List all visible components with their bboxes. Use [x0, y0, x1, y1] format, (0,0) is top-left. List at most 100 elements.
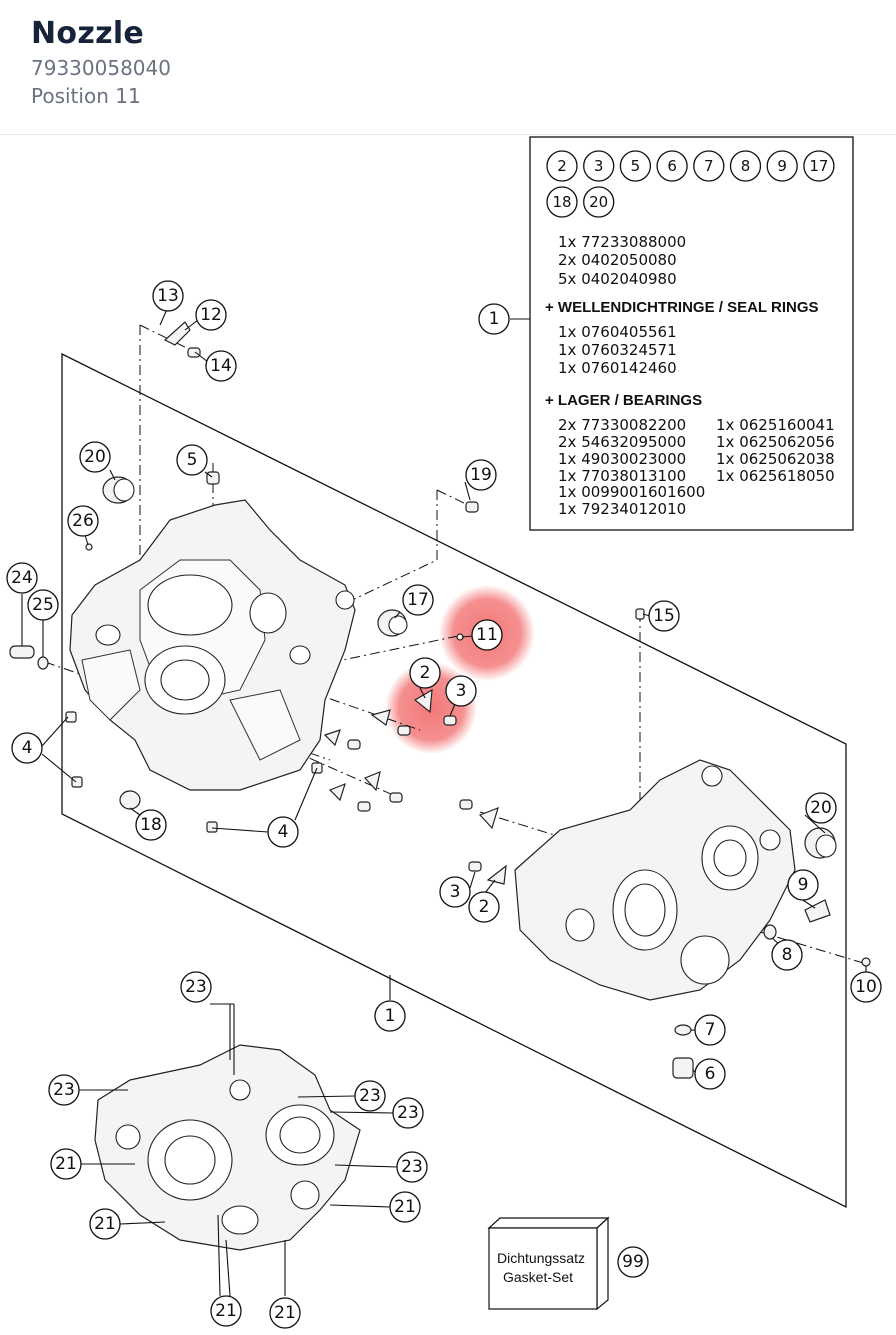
callout-23-left[interactable]: 23: [48, 1074, 80, 1106]
svg-text:24: 24: [11, 568, 33, 588]
kit-circle-7[interactable]: 7: [693, 150, 725, 182]
svg-text:7: 7: [705, 1020, 716, 1040]
svg-text:4: 4: [22, 738, 33, 758]
callout-23-right-2[interactable]: 23: [392, 1097, 424, 1129]
callout-21-bottom-1[interactable]: 21: [210, 1295, 242, 1327]
kit-line: 1x 0760142460: [558, 359, 677, 377]
callout-8[interactable]: 8: [771, 939, 803, 971]
part-number: 79330058040: [31, 56, 171, 80]
crankcase-bottom-view: [94, 1044, 361, 1251]
callout-9[interactable]: 9: [787, 869, 819, 901]
callout-2-lower[interactable]: 2: [468, 891, 500, 923]
kit-circle-label: 7: [704, 157, 714, 175]
bearing-line: 1x 0625062056: [716, 433, 835, 451]
kit-circle-2[interactable]: 2: [546, 150, 578, 182]
svg-text:1: 1: [489, 309, 500, 329]
bearing-line: 1x 79234012010: [558, 500, 686, 518]
callout-21-bottom-2[interactable]: 21: [269, 1297, 301, 1329]
callout-11-nozzle[interactable]: 11: [471, 619, 503, 651]
kit-line: 1x 77233088000: [558, 233, 686, 251]
callout-24[interactable]: 24: [6, 562, 38, 594]
svg-text:21: 21: [394, 1197, 416, 1217]
kit-circle-label: 18: [552, 193, 571, 211]
callout-10[interactable]: 10: [850, 971, 882, 1003]
callout-15[interactable]: 15: [648, 600, 680, 632]
kit-circle-9[interactable]: 9: [766, 150, 798, 182]
assembly-frame: [61, 352, 847, 1209]
callout-20-right[interactable]: 20: [805, 792, 837, 824]
svg-text:2: 2: [479, 897, 490, 917]
callout-4-bottom[interactable]: 4: [267, 816, 299, 848]
callout-21-right[interactable]: 21: [389, 1191, 421, 1223]
callout-23-right-1[interactable]: 23: [354, 1080, 386, 1112]
callout-17[interactable]: 17: [402, 584, 434, 616]
callout-5[interactable]: 5: [176, 444, 208, 476]
callout-14[interactable]: 14: [205, 350, 237, 382]
svg-text:9: 9: [798, 875, 809, 895]
callout-21-left-2[interactable]: 21: [89, 1208, 121, 1240]
gasket-label-de: Dichtungssatz: [497, 1250, 585, 1266]
callout-23-top[interactable]: 23: [180, 971, 212, 1003]
svg-text:18: 18: [140, 815, 162, 835]
callout-21-left-1[interactable]: 21: [50, 1148, 82, 1180]
callout-3-upper[interactable]: 3: [445, 675, 477, 707]
gasket-set-box: Dichtungssatz Gasket-Set: [487, 1216, 610, 1311]
kit-circle-18[interactable]: 18: [546, 186, 578, 218]
bearing-line: 1x 77038013100: [558, 467, 686, 485]
callout-1-kit[interactable]: 1: [478, 303, 510, 335]
callout-13[interactable]: 13: [152, 280, 184, 312]
callouts: 1 13 12 14 20 5 19 26 24 25 17 11 2 3 15…: [6, 280, 882, 1329]
callout-1-bottom[interactable]: 1: [374, 1000, 406, 1032]
kit-circle-6[interactable]: 6: [656, 150, 688, 182]
bearing-line: 1x 49030023000: [558, 450, 686, 468]
kit-circle-label: 3: [594, 157, 604, 175]
seal-rings-heading: + WELLENDICHTRINGE / SEAL RINGS: [545, 299, 819, 316]
kit-circle-8[interactable]: 8: [729, 150, 762, 182]
callout-26[interactable]: 26: [67, 505, 99, 537]
svg-text:21: 21: [55, 1154, 77, 1174]
kit-circle-label: 9: [777, 157, 787, 175]
svg-text:8: 8: [782, 945, 793, 965]
kit-circle-label: 20: [589, 193, 608, 211]
svg-text:25: 25: [32, 595, 54, 615]
page-title: Nozzle: [31, 16, 145, 51]
svg-text:11: 11: [476, 625, 498, 645]
svg-text:5: 5: [187, 450, 198, 470]
kit-circle-3[interactable]: 3: [583, 150, 615, 182]
kit-line: 5x 0402040980: [558, 270, 677, 288]
callout-2-upper[interactable]: 2: [409, 657, 441, 689]
svg-text:26: 26: [72, 511, 94, 531]
svg-text:2: 2: [420, 663, 431, 683]
svg-text:23: 23: [359, 1086, 381, 1106]
kit-circle-20[interactable]: 20: [583, 186, 615, 218]
svg-text:99: 99: [622, 1252, 644, 1272]
gasket-label-en: Gasket-Set: [503, 1269, 573, 1285]
svg-text:21: 21: [274, 1303, 296, 1323]
position-label: Position 11: [31, 84, 141, 108]
kit-line: 2x 0402050080: [558, 251, 677, 269]
callout-18[interactable]: 18: [135, 809, 167, 841]
callout-99[interactable]: 99: [617, 1246, 649, 1278]
callout-4-left[interactable]: 4: [11, 732, 43, 764]
callout-7[interactable]: 7: [694, 1014, 726, 1046]
callout-6[interactable]: 6: [694, 1058, 726, 1090]
svg-text:23: 23: [185, 977, 207, 997]
svg-text:6: 6: [705, 1064, 716, 1084]
callout-20-left[interactable]: 20: [79, 441, 111, 473]
kit-circle-label: 17: [809, 157, 828, 175]
svg-text:17: 17: [407, 590, 429, 610]
kit-circle-5[interactable]: 5: [619, 150, 652, 182]
page-header: Nozzle 79330058040 Position 11: [0, 0, 896, 135]
callout-19[interactable]: 19: [465, 459, 497, 491]
callout-23-right-3[interactable]: 23: [396, 1151, 428, 1183]
callout-25[interactable]: 25: [27, 589, 59, 621]
kit-line: 1x 0760324571: [558, 341, 677, 359]
callout-12[interactable]: 12: [195, 299, 227, 331]
kit-circle-17[interactable]: 17: [803, 150, 835, 182]
leader-lines: [21, 306, 867, 1297]
bearing-line: 1x 0625062038: [716, 450, 835, 468]
svg-text:3: 3: [456, 681, 467, 701]
callout-3-lower[interactable]: 3: [439, 876, 471, 908]
